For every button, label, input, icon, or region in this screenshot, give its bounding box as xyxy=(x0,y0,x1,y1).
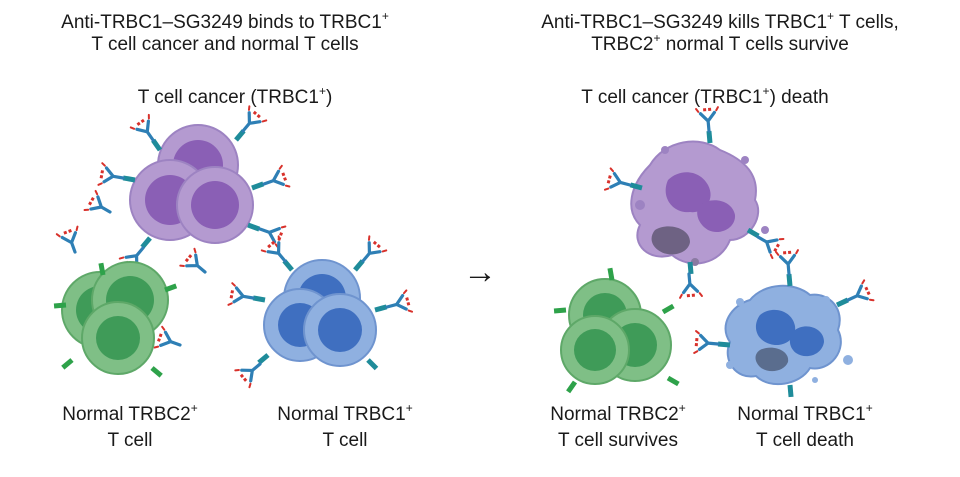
right-panel-title: Anti-TRBC1–SG3249 kills TRBC1+ T cells, … xyxy=(541,8,899,55)
cancer-cell-cluster xyxy=(129,124,254,244)
left-trbc1-label: Normal TRBC1+ T cell xyxy=(277,400,413,451)
left-cancer-label: T cell cancer (TRBC1+) xyxy=(137,83,333,108)
cancer-cell-death-cluster xyxy=(603,105,786,300)
right-cancer-label: T cell cancer (TRBC1+) death xyxy=(581,83,829,108)
normal-trbc1-cell-death xyxy=(692,248,876,398)
normal-trbc2-cell-left xyxy=(53,261,178,378)
transition-arrow: → xyxy=(463,253,497,291)
right-trbc2-label: Normal TRBC2+ T cell survives xyxy=(550,400,686,451)
normal-trbc1-cell-left xyxy=(226,234,414,389)
left-trbc2-label: Normal TRBC2+ T cell xyxy=(62,400,198,451)
normal-trbc2-cell-right xyxy=(553,267,680,394)
left-panel-title: Anti-TRBC1–SG3249 binds to TRBC1+ T cell… xyxy=(61,8,389,55)
right-trbc1-label: Normal TRBC1+ T cell death xyxy=(737,400,873,451)
